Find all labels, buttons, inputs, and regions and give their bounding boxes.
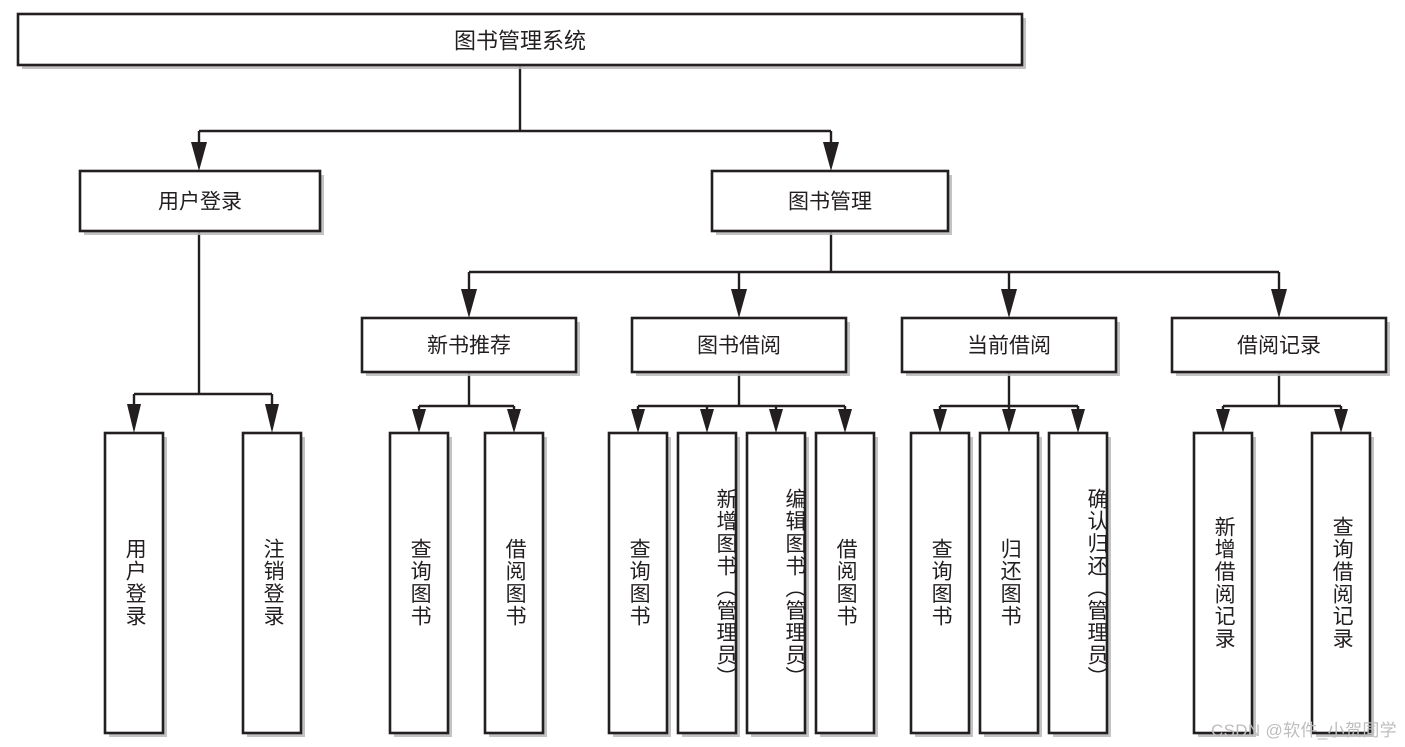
arrow-to-borrow-record bbox=[1271, 289, 1287, 318]
leaf-recommend-query-book[interactable] bbox=[388, 431, 452, 737]
leaf-current-return-book[interactable] bbox=[978, 431, 1042, 737]
arrow-to-borrow-leaf-4 bbox=[838, 409, 852, 433]
node-root-label: 图书管理系统 bbox=[454, 29, 586, 54]
arrow-to-borrow-leaf-2 bbox=[700, 409, 714, 433]
leaf-user-login-login[interactable] bbox=[103, 431, 167, 737]
leaf-record-query-record-box bbox=[1310, 431, 1372, 735]
csdn-watermark: CSDN @软件_小贺同学 bbox=[1210, 721, 1397, 740]
connector-layer bbox=[127, 65, 1348, 433]
leaf-borrow-edit-book[interactable] bbox=[745, 431, 809, 737]
arrow-to-book-mgmt bbox=[823, 142, 839, 171]
leaf-borrow-add-book-box bbox=[676, 431, 738, 735]
arrow-to-record-leaf-2 bbox=[1334, 409, 1348, 433]
node-borrow-record-label: 借阅记录 bbox=[1237, 335, 1321, 358]
arrow-to-recommend-leaf-1 bbox=[412, 409, 426, 433]
leaf-user-login-logout[interactable] bbox=[241, 431, 305, 737]
node-borrow-record-box bbox=[1170, 316, 1388, 374]
node-current-borrow-label: 当前借阅 bbox=[967, 335, 1051, 358]
node-book-management-label: 图书管理 bbox=[788, 191, 872, 214]
node-current-borrow-box bbox=[900, 316, 1118, 374]
leaf-current-query-book-box bbox=[909, 431, 971, 735]
leaf-borrow-query-book[interactable] bbox=[607, 431, 671, 737]
leaf-recommend-borrow-book-box bbox=[483, 431, 545, 735]
arrow-to-current-borrow bbox=[1001, 289, 1017, 318]
arrow-to-leaf-user-login bbox=[127, 404, 141, 433]
leaf-current-return-book-box bbox=[978, 431, 1040, 735]
arrow-to-leaf-logout bbox=[265, 404, 279, 433]
leaf-borrow-query-book-box bbox=[607, 431, 669, 735]
arrow-to-user-login bbox=[191, 142, 207, 171]
arrow-to-borrow-leaf-1 bbox=[631, 409, 645, 433]
node-user-login[interactable]: 用户登录 bbox=[78, 169, 324, 235]
node-book-management-box bbox=[710, 169, 950, 233]
node-new-book-recommend-box bbox=[360, 316, 578, 374]
arrow-to-borrow-leaf-3 bbox=[769, 409, 783, 433]
node-root-box bbox=[16, 12, 1024, 67]
arrow-to-new-book-recommend bbox=[461, 289, 477, 318]
arrow-to-record-leaf-1 bbox=[1216, 409, 1230, 433]
arrow-to-book-borrow bbox=[731, 289, 747, 318]
node-book-borrow-box bbox=[630, 316, 848, 374]
node-new-book-recommend-label: 新书推荐 bbox=[427, 335, 511, 358]
leaf-record-add-record-box bbox=[1192, 431, 1254, 735]
leaf-user-login-logout-box bbox=[241, 431, 303, 735]
leaf-user-login-login-box bbox=[103, 431, 165, 735]
leaf-borrow-add-book[interactable] bbox=[676, 431, 740, 737]
leaf-borrow-edit-book-box bbox=[745, 431, 807, 735]
node-book-borrow-label: 图书借阅 bbox=[697, 335, 781, 358]
node-new-book-recommend[interactable]: 新书推荐 bbox=[360, 316, 580, 376]
leaf-record-query-record[interactable] bbox=[1310, 431, 1374, 737]
node-user-login-label: 用户登录 bbox=[158, 191, 242, 214]
leaf-current-query-book[interactable] bbox=[909, 431, 973, 737]
leaf-current-confirm-return[interactable] bbox=[1047, 431, 1111, 737]
leaf-borrow-borrow-book-box bbox=[814, 431, 876, 735]
node-borrow-record[interactable]: 借阅记录 bbox=[1170, 316, 1390, 376]
node-current-borrow[interactable]: 当前借阅 bbox=[900, 316, 1120, 376]
leaf-borrow-borrow-book[interactable] bbox=[814, 431, 878, 737]
leaf-recommend-query-book-box bbox=[388, 431, 450, 735]
arrow-to-recommend-leaf-2 bbox=[507, 409, 521, 433]
leaf-record-add-record[interactable] bbox=[1192, 431, 1256, 737]
arrow-to-current-leaf-2 bbox=[1002, 409, 1016, 433]
node-root[interactable]: 图书管理系统 bbox=[16, 12, 1026, 69]
leaf-current-confirm-return-box bbox=[1047, 431, 1109, 735]
arrow-to-current-leaf-1 bbox=[933, 409, 947, 433]
leaf-recommend-borrow-book[interactable] bbox=[483, 431, 547, 737]
arrow-to-current-leaf-3 bbox=[1071, 409, 1085, 433]
node-book-management[interactable]: 图书管理 bbox=[710, 169, 952, 235]
node-book-borrow[interactable]: 图书借阅 bbox=[630, 316, 850, 376]
node-user-login-box bbox=[78, 169, 322, 233]
